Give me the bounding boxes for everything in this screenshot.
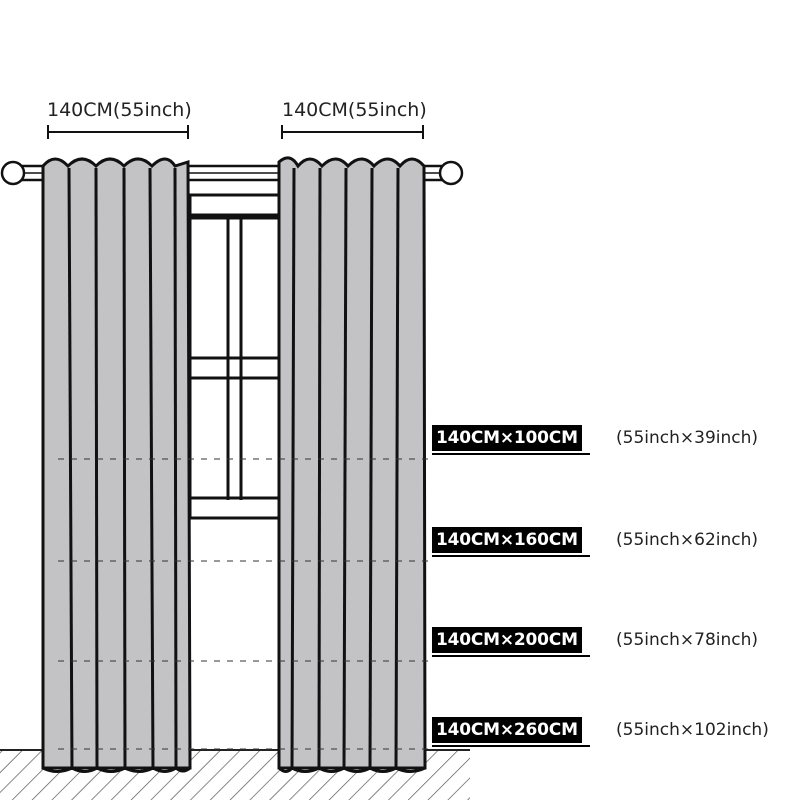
size-underline	[432, 555, 590, 557]
rod-finial-right	[438, 160, 464, 186]
size-option-200: 140CM×200CM (55inch×78inch)	[432, 627, 792, 657]
curtain-panel-left	[41, 157, 192, 773]
width-dimension-right	[281, 125, 424, 139]
size-underline	[432, 453, 590, 455]
window-frame	[188, 193, 282, 520]
size-cm-label: 140CM×100CM	[432, 425, 582, 451]
size-underline	[432, 655, 590, 657]
size-cm-label: 140CM×160CM	[432, 527, 582, 553]
curtain-panel-right	[277, 156, 427, 773]
size-option-160: 140CM×160CM (55inch×62inch)	[432, 527, 792, 557]
width-label-left: 140CM(55inch)	[47, 99, 192, 121]
rod-finial-left	[0, 160, 26, 186]
size-inch-label: (55inch×102inch)	[616, 720, 769, 740]
length-markers	[58, 458, 430, 750]
size-inch-label: (55inch×62inch)	[616, 530, 759, 550]
size-inch-label: (55inch×39inch)	[616, 428, 759, 448]
size-cm-label: 140CM×260CM	[432, 717, 582, 743]
size-option-260: 140CM×260CM (55inch×102inch)	[432, 717, 792, 747]
size-inch-label: (55inch×78inch)	[616, 630, 759, 650]
width-label-right: 140CM(55inch)	[282, 99, 427, 121]
width-dimension-left	[47, 125, 189, 139]
size-cm-label: 140CM×200CM	[432, 627, 582, 653]
size-option-100: 140CM×100CM (55inch×39inch)	[432, 425, 792, 455]
size-underline	[432, 745, 590, 747]
